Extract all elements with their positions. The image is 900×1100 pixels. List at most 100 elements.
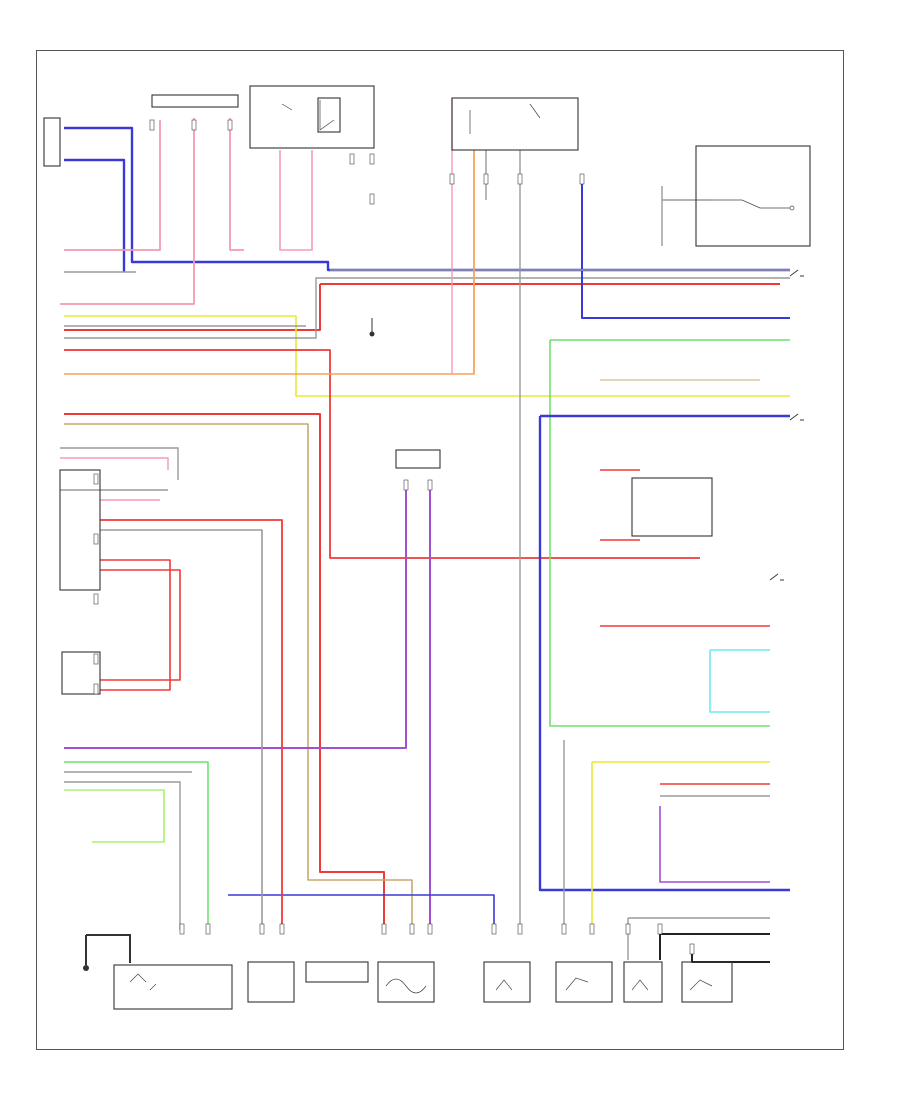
wire-pink-2 <box>64 120 161 251</box>
lamp-switch-box <box>631 477 713 537</box>
connector-icon <box>449 173 455 185</box>
switch-icon <box>712 199 790 209</box>
wire-gray-37 <box>627 917 770 960</box>
wire-gray-50 <box>60 447 179 480</box>
wire-gray-43 <box>64 781 181 930</box>
wire-yellow-30 <box>591 761 770 930</box>
connector-icon <box>403 479 409 491</box>
blower-motor-switch <box>483 961 531 1003</box>
connector-icon <box>279 923 285 935</box>
component-layer <box>43 85 811 1010</box>
wire-red-16 <box>64 413 385 930</box>
connector-icon <box>657 923 663 935</box>
left-connector <box>43 117 61 167</box>
wire-layer <box>60 98 790 963</box>
connector-icon <box>93 653 99 665</box>
wire-lightgreen-40 <box>64 789 165 843</box>
wire-cyan-28 <box>709 649 770 713</box>
wire-blue-44 <box>228 894 495 930</box>
connector-icon <box>517 923 523 935</box>
relay-switch-icon <box>281 100 335 131</box>
lower-left-connector <box>61 651 101 695</box>
wire-green-41 <box>64 761 209 930</box>
door-switch-box <box>695 145 811 247</box>
ground-icon <box>83 935 89 971</box>
connector-icon <box>381 923 387 935</box>
wire-blue-23 <box>581 176 790 319</box>
wire-gray-12 <box>64 277 790 339</box>
wire-pink-49 <box>60 457 169 470</box>
relay-coil <box>317 97 341 133</box>
switch-icon <box>769 573 784 581</box>
wire-gray-53 <box>661 186 712 246</box>
joint-connector-box <box>59 469 101 591</box>
relay-box-right <box>451 97 579 151</box>
connector-icon <box>579 173 585 185</box>
wire-blue-0 <box>64 126 790 272</box>
trunk-switch <box>681 961 733 1003</box>
connector-icon <box>689 943 695 955</box>
wire-blue-1 <box>64 158 126 272</box>
switch-icon <box>495 979 513 991</box>
ground-icon <box>369 318 375 337</box>
contact-icon <box>789 205 795 211</box>
connector-icon <box>369 153 375 165</box>
wire-yellow-10 <box>64 315 790 397</box>
diagram-frame <box>36 50 844 1050</box>
fuse-module <box>247 961 295 1003</box>
connector-icon <box>483 173 489 185</box>
switch-icon <box>789 269 804 277</box>
connector-icon <box>227 119 233 131</box>
connector-icon <box>427 923 433 935</box>
actuator-icon <box>385 978 427 994</box>
wire-red-48 <box>100 569 181 681</box>
wire-green-25 <box>549 340 770 727</box>
wire-pink-3 <box>60 118 195 305</box>
connector-icon <box>409 923 415 935</box>
wire-gray-45 <box>100 529 263 930</box>
wire-violet-35 <box>659 806 770 883</box>
connector-icon <box>149 119 155 131</box>
key-cylinder-switch <box>623 961 663 1003</box>
transistor-icon <box>129 973 157 991</box>
wire-red-47 <box>100 559 171 691</box>
connector-icon <box>427 479 433 491</box>
connector-icon <box>191 119 197 131</box>
wire-black-39 <box>691 950 770 963</box>
wire-red-9 <box>64 284 321 331</box>
connector-icon <box>93 533 99 545</box>
connector-icon <box>625 923 631 935</box>
amplifier-box <box>305 961 369 983</box>
relay-box-left <box>249 85 375 149</box>
wire-violet-18 <box>64 486 407 749</box>
connector-icon <box>93 683 99 695</box>
connector-icon <box>205 923 211 935</box>
switch-icon <box>631 979 649 991</box>
wire-pink-5 <box>279 150 313 251</box>
connector-icon <box>369 193 375 205</box>
connector-layer <box>93 119 804 955</box>
connector-icon <box>93 593 99 605</box>
switch-icon <box>689 979 713 991</box>
switch-icon <box>789 413 804 421</box>
connector-icon <box>179 923 185 935</box>
relay-switch-icon-2 <box>469 103 541 134</box>
connector-icon <box>517 173 523 185</box>
wire-blue-27 <box>538 416 790 892</box>
wire-black-38 <box>659 933 770 960</box>
switch-icon <box>565 977 589 991</box>
connector-icon <box>93 473 99 485</box>
connector-block-top <box>151 94 239 108</box>
wire-tan-17 <box>64 423 413 930</box>
connector-icon <box>491 923 497 935</box>
wire-red-46 <box>100 519 283 930</box>
connector-icon <box>259 923 265 935</box>
power-transistor-unit <box>113 964 233 1010</box>
connector-icon <box>561 923 567 935</box>
door-lock-actuator <box>377 961 435 1003</box>
wire-red-14 <box>64 349 700 559</box>
connector-icon <box>589 923 595 935</box>
wire-pink-4 <box>229 118 244 251</box>
rear-door-switch <box>555 961 613 1003</box>
